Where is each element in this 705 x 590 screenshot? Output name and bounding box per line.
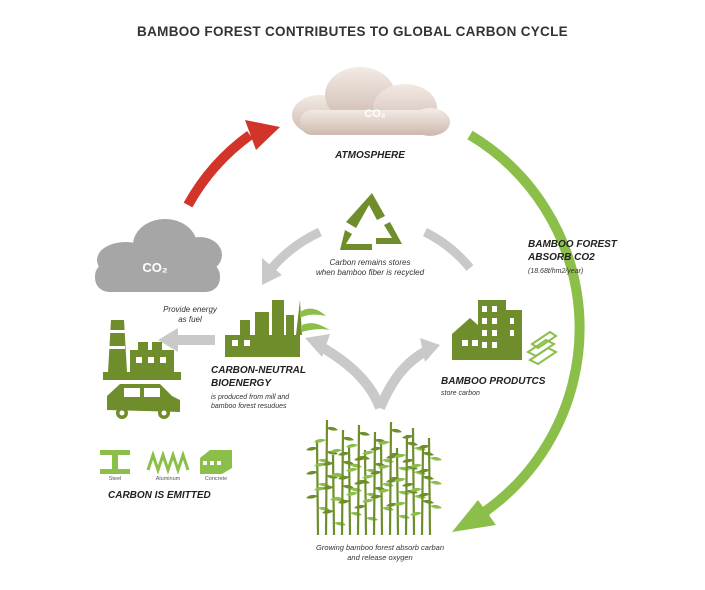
- emission-cloud-icon: [95, 219, 222, 292]
- emission-arrow: [183, 130, 253, 208]
- energy-text-line1: Provide energy: [163, 305, 217, 314]
- bamboo-forest-icon: [306, 419, 442, 536]
- emission-arrowhead: [245, 120, 280, 150]
- absorb-arrow: [467, 130, 585, 520]
- bioenergy-desc-line1: is produced from mill and: [211, 394, 290, 401]
- bamboo-planks-icon: [526, 330, 558, 366]
- products-sub: store carbon: [441, 390, 480, 397]
- absorb-label-line1: BAMBOO FOREST: [528, 239, 617, 250]
- absorb-label-line2: ABSORB CO2: [528, 252, 595, 263]
- factory-icon: [103, 320, 181, 380]
- buildings-icon: [452, 300, 522, 360]
- forest-to-bioenergy-arrow: [315, 340, 385, 410]
- atmosphere-co2-label: CO₂: [364, 108, 386, 120]
- bioenergy-desc-line2: bamboo forest resudues: [211, 403, 287, 410]
- atmosphere-label: ATMOSPHERE: [335, 150, 405, 161]
- recycle-text-line1: Carbon remains stores: [329, 258, 411, 267]
- emitted-label: CARBON IS EMITTED: [108, 490, 211, 501]
- fuel-arrow-head: [158, 328, 178, 352]
- forest-text-line2: and release oxygen: [347, 553, 413, 562]
- recycle-text-line2: when bamboo fiber is recycled: [315, 268, 425, 277]
- atmosphere-cloud-icon: [292, 67, 450, 136]
- fuel-arrow-shaft: [175, 335, 215, 345]
- bioenergy-plant-icon: [225, 300, 330, 357]
- energy-text-line2: as fuel: [178, 315, 202, 324]
- concrete-icon: [200, 450, 232, 474]
- bioenergy-title-line2: BIOENERGY: [211, 378, 272, 389]
- recycle-icon: [340, 193, 402, 250]
- products-label: BAMBOO PRODUTCS: [441, 376, 546, 387]
- steel-icon: [100, 450, 130, 474]
- diagram-title: BAMBOO FOREST CONTRIBUTES TO GLOBAL CARB…: [137, 24, 568, 39]
- recycle-arrow-right: [422, 227, 474, 271]
- emission-co2-label: CO₂: [142, 260, 168, 275]
- absorb-rate: (18.68t/hm2/year): [528, 268, 584, 275]
- car-icon: [107, 384, 180, 419]
- material-label-steel: Steel: [108, 476, 122, 482]
- recycle-arrow-left: [268, 227, 322, 271]
- forest-to-products-arrow: [375, 345, 431, 410]
- material-label-concrete: Concrete: [204, 476, 228, 482]
- forest-text-line1: Growing bamboo forest absorb carban: [316, 543, 444, 552]
- material-label-aluminum: Aluminum: [155, 476, 181, 482]
- aluminum-icon: [146, 450, 190, 475]
- bioenergy-title-line1: CARBON-NEUTRAL: [211, 365, 306, 376]
